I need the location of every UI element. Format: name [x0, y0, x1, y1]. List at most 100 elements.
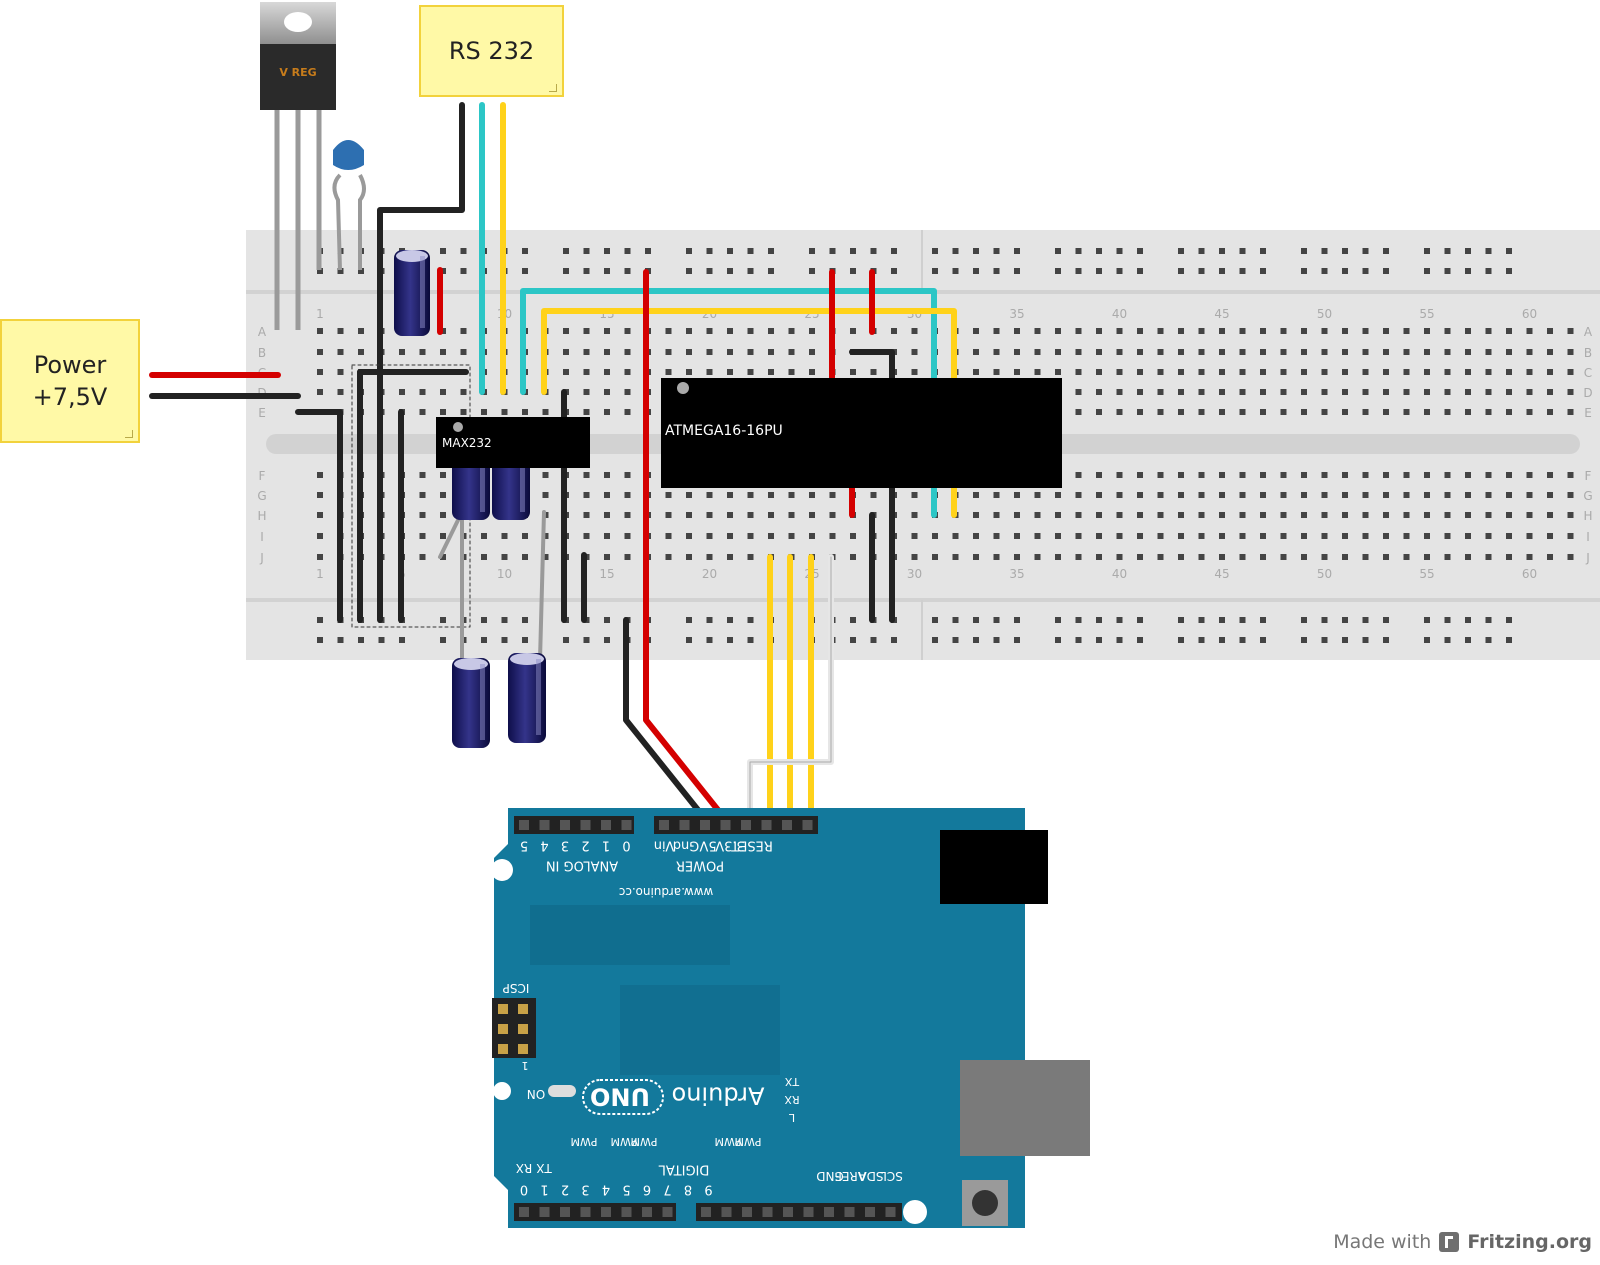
- header-pin: [560, 820, 570, 830]
- column-number: 50: [1317, 307, 1332, 321]
- pwm-label: PWM: [714, 1135, 741, 1148]
- led-label: RX: [784, 1093, 800, 1106]
- row-letter: H: [257, 509, 266, 523]
- row-letter: E: [1584, 406, 1592, 420]
- wire-rs232-black: [377, 102, 465, 623]
- digital-pin-label: 8: [684, 1181, 692, 1196]
- analog-pin-label: 2: [581, 837, 589, 852]
- power-note-resize-handle[interactable]: [125, 430, 133, 438]
- column-number: 35: [1009, 567, 1024, 581]
- header-pin: [885, 1207, 896, 1217]
- uno-label: UNO: [590, 1083, 650, 1111]
- header-pin: [580, 1207, 591, 1217]
- header-pin: [824, 1207, 834, 1217]
- uno-outline: [582, 1079, 664, 1115]
- max232-label: MAX232: [442, 436, 492, 450]
- header-pin: [621, 1207, 632, 1217]
- on-led: [548, 1085, 576, 1097]
- header-pin: [560, 1207, 570, 1217]
- column-number: 55: [1419, 307, 1434, 321]
- digital-pin-label: 0: [520, 1181, 528, 1196]
- header-pin: [844, 1207, 855, 1217]
- wire-gnd-black: [623, 617, 709, 823]
- ceramic-capacitor: [332, 140, 366, 271]
- row-letter: A: [1584, 325, 1593, 339]
- pwm-label: PWM: [734, 1135, 761, 1148]
- header-pin: [662, 1207, 673, 1217]
- header-pins: [519, 820, 896, 1217]
- power-pin-label: Vin: [654, 837, 674, 852]
- icsp-pin: [518, 1024, 528, 1034]
- pwm-label: PWM: [610, 1135, 637, 1148]
- header-pin: [601, 820, 611, 830]
- row-letter: B: [1584, 346, 1592, 360]
- row-letter: C: [1584, 366, 1592, 380]
- header-pin: [621, 820, 632, 830]
- header-pin: [742, 1207, 752, 1217]
- footer-brand[interactable]: Fritzing.org: [1467, 1231, 1592, 1253]
- analog-pin-label: 0: [622, 837, 630, 852]
- power-note: Power +7,5V: [0, 319, 140, 443]
- rs232-note: RS 232: [419, 5, 564, 97]
- power-pin-label: 5V: [699, 837, 716, 852]
- header-pin: [700, 820, 710, 830]
- analog-in-label: ANALOG IN: [546, 857, 618, 872]
- header-pin: [519, 1207, 529, 1217]
- wire-5v-red: [643, 269, 729, 823]
- column-number: 10: [497, 567, 512, 581]
- header-pin: [539, 820, 550, 830]
- tx-label: TX: [536, 1161, 553, 1175]
- icsp-pin: [498, 1024, 508, 1034]
- icsp-pin-one-label: 1: [522, 1059, 529, 1072]
- column-number: 60: [1522, 307, 1537, 321]
- column-number: 60: [1522, 567, 1537, 581]
- power-pin-label: RESET: [731, 837, 773, 852]
- header-pin: [761, 820, 772, 830]
- row-letter: F: [259, 469, 266, 483]
- header-pin: [803, 1207, 814, 1217]
- analog-pin-label: 1: [602, 837, 610, 852]
- row-letter: F: [1585, 469, 1592, 483]
- column-number: 40: [1112, 567, 1127, 581]
- header-pin: [720, 820, 731, 830]
- column-number: 1: [316, 307, 324, 321]
- analog-pin-label: 5: [520, 837, 528, 852]
- led-label: TX: [784, 1075, 800, 1088]
- power-pin-label: Gnd: [673, 837, 700, 852]
- on-label: ON: [527, 1087, 545, 1101]
- digital-pin-label: 3: [581, 1181, 589, 1196]
- icsp-pin: [498, 1004, 508, 1014]
- header-pin: [519, 820, 529, 830]
- regulator-label: V REG: [279, 66, 316, 79]
- rs232-note-text: RS 232: [448, 37, 535, 65]
- row-letter: J: [259, 551, 264, 565]
- header-pin: [601, 1207, 611, 1217]
- rs232-note-resize-handle[interactable]: [549, 84, 557, 92]
- column-number: 45: [1214, 307, 1229, 321]
- voltage-regulator: V REG: [260, 2, 336, 330]
- header-pin: [782, 820, 792, 830]
- header-pin: [679, 820, 690, 830]
- column-number: 20: [702, 567, 717, 581]
- pwm-label: PWM: [570, 1135, 597, 1148]
- header-pin: [865, 1207, 875, 1217]
- header-pin: [659, 820, 669, 830]
- right-pin-label: SCL: [880, 1169, 903, 1183]
- header-pin: [802, 820, 813, 830]
- row-letter: G: [1583, 489, 1592, 503]
- icsp-label: ICSP: [503, 981, 530, 995]
- right-pin-label: GND: [816, 1169, 844, 1183]
- digital-pin-label: 4: [602, 1181, 610, 1196]
- header-pin: [721, 1207, 732, 1217]
- led-label: L: [788, 1111, 795, 1124]
- icsp-pin: [498, 1044, 508, 1054]
- row-letter: E: [258, 406, 266, 420]
- digital-pin-label: 2: [561, 1181, 569, 1196]
- column-number: 35: [1009, 307, 1024, 321]
- digital-pin-label: 7: [663, 1181, 671, 1196]
- digital-label: DIGITAL: [658, 1161, 710, 1176]
- header-pin: [539, 1207, 550, 1217]
